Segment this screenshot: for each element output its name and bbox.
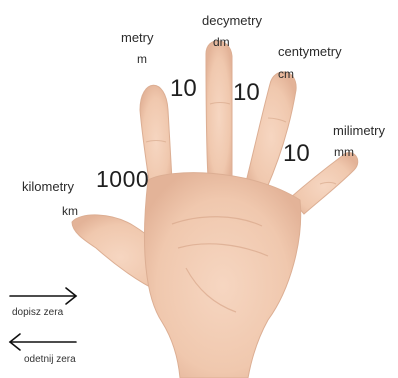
legend-left-label: odetnij zera <box>24 355 76 365</box>
unit-name-centymetry: centymetry <box>278 45 342 58</box>
unit-abbr-mm: mm <box>334 146 354 158</box>
middle-finger-shape <box>206 41 232 178</box>
legend-right-label: dopisz zera <box>12 308 63 318</box>
factor-dm-to-cm: 10 <box>233 81 260 105</box>
unit-abbr-m: m <box>137 53 147 65</box>
unit-name-milimetry: milimetry <box>333 124 385 137</box>
unit-abbr-dm: dm <box>213 36 230 48</box>
unit-name-kilometry: kilometry <box>22 180 74 193</box>
factor-cm-to-mm: 10 <box>283 142 310 166</box>
factor-km-to-m: 1000 <box>96 168 149 191</box>
unit-abbr-cm: cm <box>278 68 294 80</box>
arrow-left-icon <box>10 334 76 350</box>
unit-name-metry: metry <box>121 31 154 44</box>
unit-name-decymetry: decymetry <box>202 14 262 27</box>
factor-m-to-dm: 10 <box>170 77 197 101</box>
palm-shape <box>144 173 300 378</box>
arrow-right-icon <box>10 288 76 304</box>
unit-abbr-km: km <box>62 205 78 217</box>
